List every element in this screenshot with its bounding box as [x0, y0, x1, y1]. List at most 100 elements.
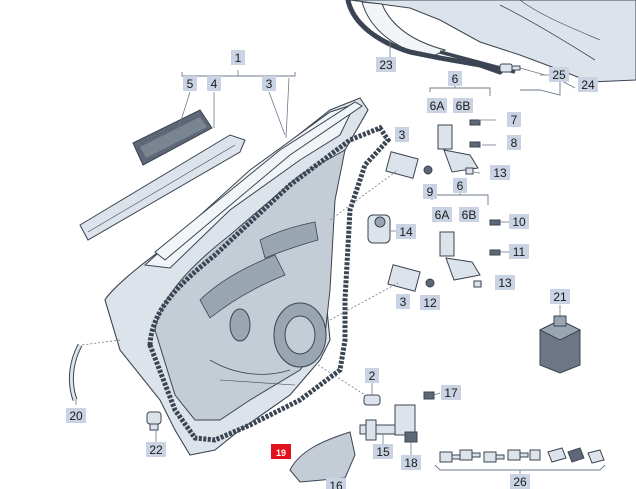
- callout-number: 10: [512, 215, 526, 229]
- callout-box: [550, 289, 570, 304]
- callout-c26: 26: [510, 474, 530, 489]
- callout-c12: 12: [420, 295, 440, 310]
- callout-c25: 25: [549, 67, 569, 82]
- callout-number: 4: [211, 77, 218, 91]
- callout-box: [395, 127, 409, 142]
- callout-box: [401, 455, 421, 470]
- callout-c14: 14: [396, 224, 416, 239]
- callout-c23: 23: [376, 57, 396, 72]
- callout-c20: 20: [66, 408, 86, 423]
- callout-c13a: 13: [490, 165, 510, 180]
- callout-number: 11: [513, 245, 526, 259]
- clip-part: [499, 63, 521, 73]
- callout-c18: 18: [401, 455, 421, 470]
- callout-c22: 22: [146, 442, 166, 457]
- callout-box: [420, 295, 440, 310]
- callout-number: 20: [69, 409, 83, 423]
- callout-c2: 2: [365, 368, 379, 383]
- plug-part: [146, 411, 162, 431]
- callout-c8: 8: [507, 135, 521, 150]
- callout-number: 26: [513, 475, 527, 489]
- callout-box: [262, 76, 276, 91]
- callout-number: 21: [553, 290, 567, 304]
- callout-box: [509, 214, 529, 229]
- callout-number: 24: [581, 78, 595, 92]
- callout-box: [396, 294, 410, 309]
- callout-box: [432, 207, 452, 222]
- callout-number: 3: [400, 295, 407, 309]
- leader-lines: [75, 40, 606, 474]
- callout-number: 14: [399, 225, 413, 239]
- callout-c3b: 3: [395, 127, 409, 142]
- body-panel-part: [349, 0, 636, 83]
- callout-c16: 16: [326, 478, 346, 489]
- hinge-lower-part: [387, 219, 501, 292]
- callout-number: 9: [427, 185, 434, 199]
- callout-number: 3: [399, 128, 406, 142]
- callout-box: [423, 184, 437, 199]
- callout-number: 8: [511, 136, 518, 150]
- callout-c5: 5: [183, 76, 197, 91]
- callout-box: [459, 207, 479, 222]
- callout-c19: 19: [271, 444, 291, 459]
- callout-number: 6B: [462, 208, 477, 222]
- callout-box: [549, 67, 569, 82]
- callout-number: 22: [149, 443, 163, 457]
- callout-box: [448, 71, 462, 86]
- callout-box: [507, 135, 521, 150]
- callout-c4: 4: [207, 76, 221, 91]
- callout-number: 6A: [435, 208, 450, 222]
- container-part: [538, 315, 582, 374]
- callout-box: [396, 224, 416, 239]
- callout-box: [376, 57, 396, 72]
- window-guide-part: [79, 134, 246, 241]
- fasteners-part: [439, 447, 605, 464]
- callout-box: [510, 474, 530, 489]
- callout-number: 25: [552, 68, 566, 82]
- callout-box: [207, 76, 221, 91]
- callout-box: [365, 368, 379, 383]
- callout-number: 15: [376, 445, 390, 459]
- callout-number: 19: [276, 448, 286, 458]
- door-check-part: [359, 404, 416, 441]
- callout-c13b: 13: [495, 275, 515, 290]
- callout-c15: 15: [373, 444, 393, 459]
- callout-box: [578, 77, 598, 92]
- callout-number: 16: [329, 479, 343, 489]
- handle-bracket-part: [289, 431, 356, 483]
- callout-c6b: 6: [453, 178, 467, 193]
- callout-c17: 17: [441, 385, 461, 400]
- callout-box: [66, 408, 86, 423]
- callout-number: 17: [444, 386, 458, 400]
- callout-box: [509, 244, 529, 259]
- callout-c3a: 3: [262, 76, 276, 91]
- callout-c6Aa: 6A: [427, 98, 447, 113]
- callout-c3c: 3: [396, 294, 410, 309]
- callout-box: [427, 98, 447, 113]
- callout-c6Bb: 6B: [459, 207, 479, 222]
- callout-number: 23: [379, 58, 393, 72]
- callout-c1: 1: [231, 50, 245, 65]
- callout-box: [183, 76, 197, 91]
- callout-number: 3: [266, 77, 273, 91]
- callout-c21: 21: [550, 289, 570, 304]
- callout-box: [495, 275, 515, 290]
- bolt-part: [363, 391, 435, 443]
- callout-box: [373, 444, 393, 459]
- callout-number: 6A: [430, 99, 445, 113]
- callout-number: 2: [369, 369, 376, 383]
- callout-number: 6: [452, 72, 459, 86]
- callout-box: [453, 178, 467, 193]
- alignment-lines: [81, 169, 399, 396]
- callout-box: [146, 442, 166, 457]
- callout-number: 7: [511, 113, 518, 127]
- callout-c6Ab: 6A: [432, 207, 452, 222]
- callout-c9: 9: [423, 184, 437, 199]
- callout-c6Ba: 6B: [453, 98, 473, 113]
- lock-part: [367, 214, 391, 244]
- callout-number: 6: [457, 179, 464, 193]
- callout-c24: 24: [578, 77, 598, 92]
- callout-box: [231, 50, 245, 65]
- callout-c7: 7: [507, 112, 521, 127]
